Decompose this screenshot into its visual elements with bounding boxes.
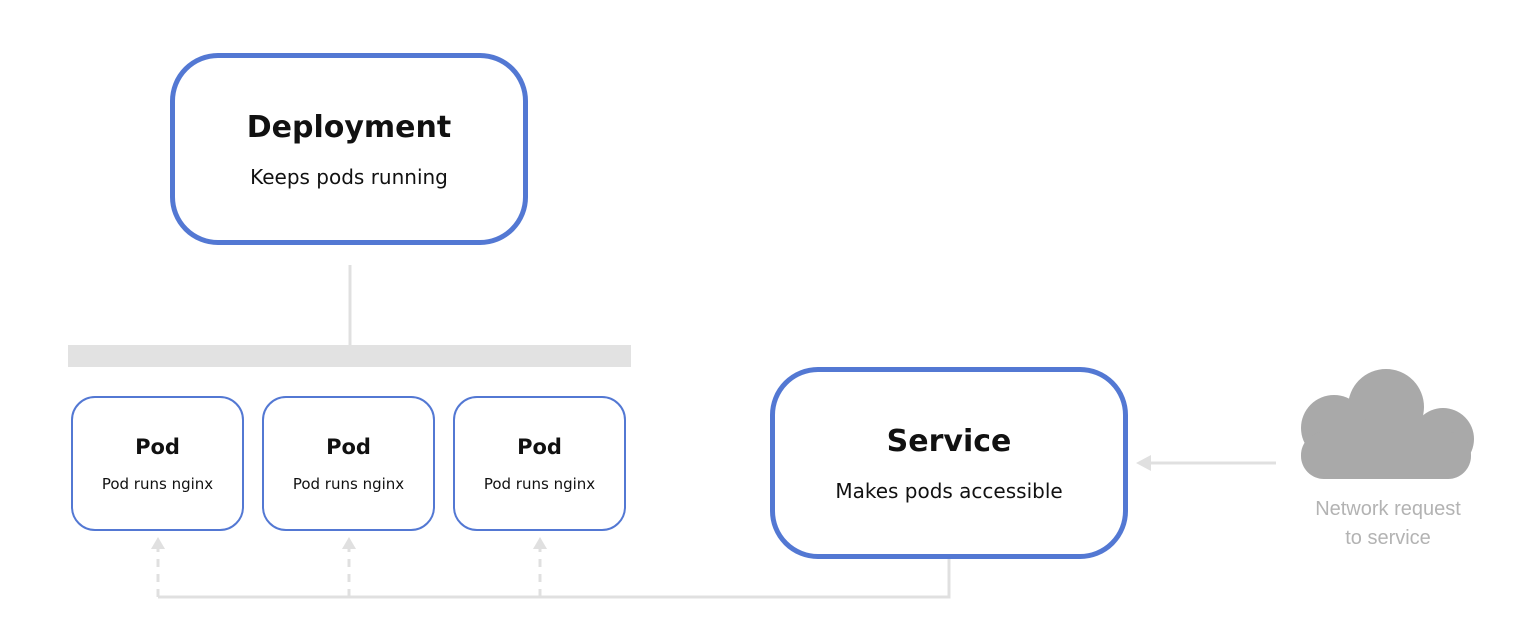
pod-title: Pod (517, 434, 562, 459)
pod-subtitle: Pod runs nginx (292, 474, 405, 493)
pod-node-1: Pod Pod runs nginx (71, 396, 244, 531)
pod-title: Pod (135, 434, 180, 459)
pod-node-2: Pod Pod runs nginx (262, 396, 435, 531)
pod-title: Pod (326, 434, 371, 459)
network-request-line-1: Network request (1315, 498, 1461, 520)
pod-1-arrowhead (151, 537, 165, 549)
service-node: Service Makes pods accessible (770, 367, 1128, 559)
pod-3-arrowhead (533, 537, 547, 549)
pod-subtitle: Pod runs nginx (101, 474, 214, 493)
service-title: Service (886, 423, 1012, 459)
deployment-subtitle: Keeps pods running (250, 164, 448, 189)
service-subtitle: Makes pods accessible (835, 478, 1063, 503)
pod-group-bar (68, 345, 631, 367)
deployment-node: Deployment Keeps pods running (170, 53, 528, 245)
service-to-pods-connector (158, 559, 951, 599)
pod-2-arrowhead (342, 537, 356, 549)
cloud-icon (1301, 369, 1474, 479)
deployment-title: Deployment (246, 109, 452, 145)
network-to-service-arrowhead (1136, 455, 1151, 471)
pod-node-3: Pod Pod runs nginx (453, 396, 626, 531)
network-request-line-2: to service (1345, 527, 1431, 549)
network-request-label: Network request to service (1278, 495, 1498, 553)
pod-subtitle: Pod runs nginx (483, 474, 596, 493)
